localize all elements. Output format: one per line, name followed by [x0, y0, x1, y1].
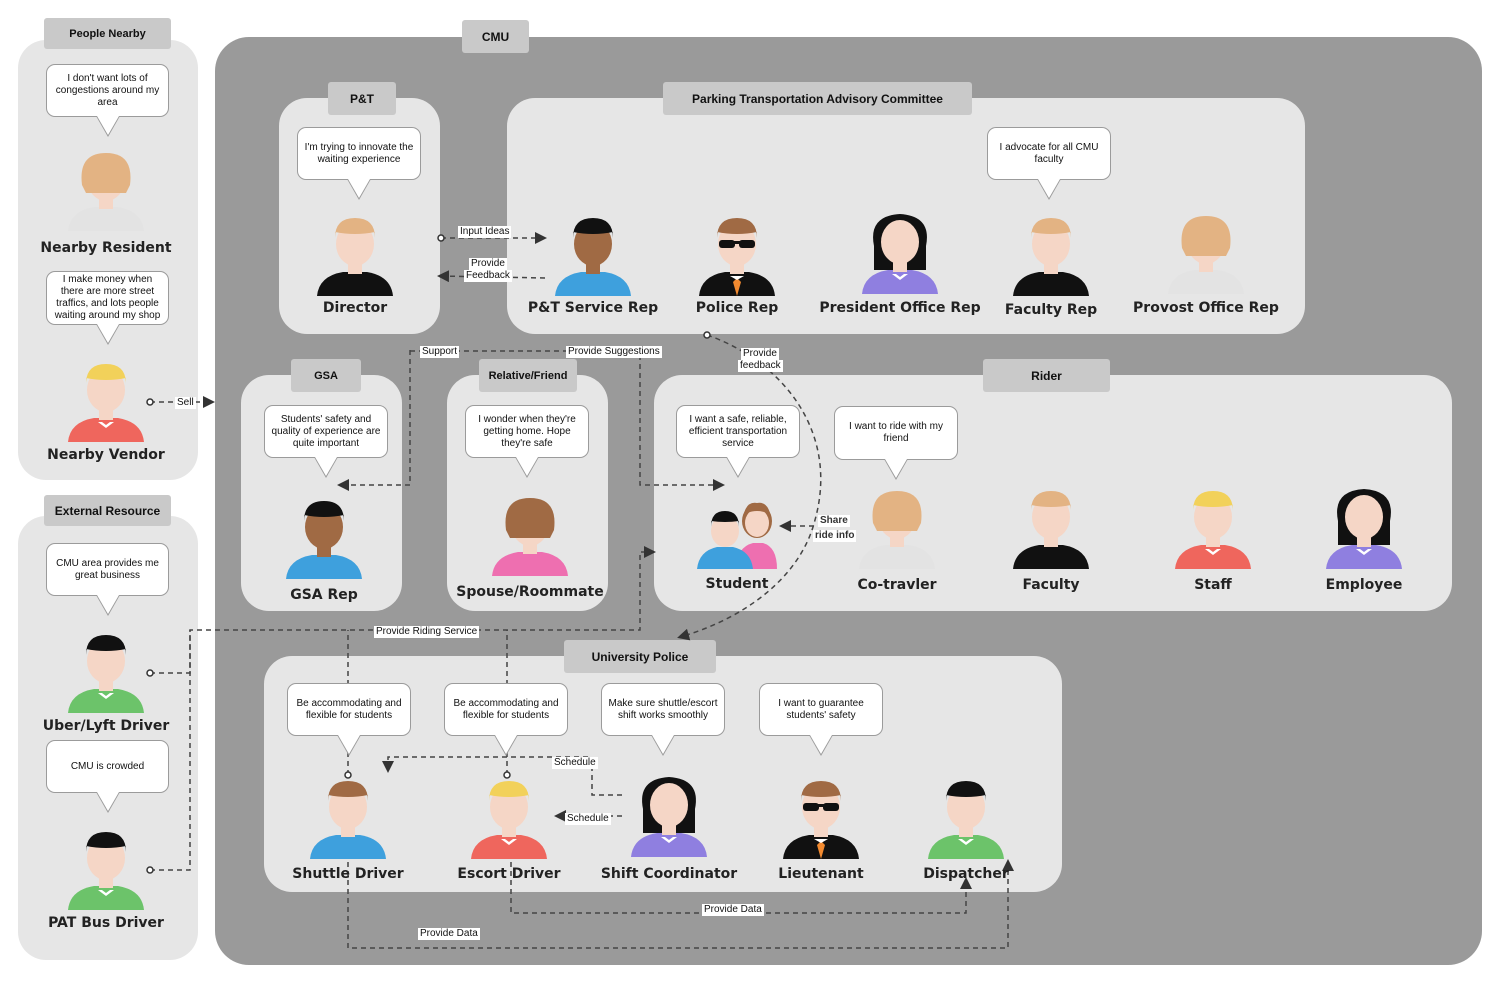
name-student: Student — [705, 576, 769, 592]
edge-label-schedule-2: Schedule — [565, 813, 611, 825]
name-resident: Nearby Resident — [40, 240, 172, 256]
avatar-uber-icon — [66, 627, 146, 718]
gsa-tag: GSA — [291, 359, 361, 392]
avatar-lieutenant-icon — [781, 773, 861, 864]
name-pt-rep: P&T Service Rep — [527, 300, 659, 316]
edge-label-support: Support — [420, 346, 460, 358]
name-vendor: Nearby Vendor — [47, 447, 165, 463]
edge-label-provide-data-2: Provide Data — [418, 928, 480, 940]
bubble-uber: CMU area provides me great business — [46, 543, 169, 596]
avatar-provost-rep-icon — [1166, 208, 1246, 299]
name-staff: Staff — [1194, 577, 1232, 593]
bubble-student: I want a safe, reliable, efficient trans… — [676, 405, 800, 458]
bubble-vendor: I make money when there are more street … — [46, 271, 169, 325]
cmu-tag: CMU — [462, 20, 529, 53]
rider-tag: Rider — [983, 359, 1110, 392]
avatar-shuttle-icon — [308, 773, 388, 864]
edge-riding-uber — [150, 546, 656, 674]
bubble-lieutenant: I want to guarantee students' safety — [759, 683, 883, 736]
avatar-pat-icon — [66, 824, 146, 915]
bubble-director: I'm trying to innovate the waiting exper… — [297, 127, 421, 180]
name-faculty: Faculty — [1022, 577, 1080, 593]
edge-label-provide-feedback-police-2: feedback — [738, 360, 783, 372]
avatar-faculty-rep-icon — [1011, 210, 1091, 301]
edge-data-escort — [510, 862, 972, 914]
avatar-staff-icon — [1173, 483, 1253, 574]
edge-support — [337, 350, 411, 491]
avatar-resident-icon — [66, 145, 146, 236]
name-spouse: Spouse/Roommate — [456, 584, 604, 600]
edge-label-provide-riding: Provide Riding Service — [374, 626, 480, 638]
name-police-rep: Police Rep — [695, 300, 779, 316]
name-coordinator: Shift Coordinator — [600, 866, 738, 882]
bubble-pat: CMU is crowded — [46, 740, 169, 793]
name-cotraveler: Co-travler — [857, 577, 937, 593]
pt-tag: P&T — [328, 82, 396, 115]
edge-label-provide-data-1: Provide Data — [702, 904, 764, 916]
relative-tag: Relative/Friend — [479, 359, 577, 392]
name-dispatcher: Dispatcher — [923, 866, 1009, 882]
external-resource-tag: External Resource — [44, 495, 171, 526]
edge-label-share-1: Share — [818, 515, 850, 527]
avatar-president-rep-icon — [860, 208, 940, 299]
edge-label-input-ideas: Input Ideas — [458, 226, 512, 238]
edge-provide-suggestions — [410, 350, 725, 491]
bubble-coordinator: Make sure shuttle/escort shift works smo… — [601, 683, 725, 736]
avatar-dispatcher-icon — [926, 773, 1006, 864]
name-lieutenant: Lieutenant — [778, 866, 864, 882]
edge-data-shuttle — [347, 859, 1014, 949]
name-faculty-rep: Faculty Rep — [1004, 302, 1098, 318]
avatar-director-icon — [315, 210, 395, 301]
avatar-employee-icon — [1324, 483, 1404, 574]
bubble-shuttle: Be accommodating and flexible for studen… — [287, 683, 411, 736]
avatar-cotraveler-icon — [857, 483, 937, 574]
bubble-cotraveler: I want to ride with my friend — [834, 406, 958, 460]
avatar-spouse-icon — [490, 490, 570, 581]
avatar-escort-icon — [469, 773, 549, 864]
edge-label-provide-feedback-1: Provide — [469, 258, 507, 270]
bubble-spouse: I wonder when they're getting home. Hope… — [465, 405, 589, 458]
edge-riding-pat — [150, 630, 191, 871]
edge-label-share-2: ride info — [813, 530, 857, 542]
avatar-police-rep-icon — [697, 210, 777, 301]
name-gsa-rep: GSA Rep — [290, 587, 358, 603]
edge-label-sell: Sell — [175, 397, 196, 409]
name-pat: PAT Bus Driver — [48, 915, 164, 931]
bubble-faculty-rep: I advocate for all CMU faculty — [987, 127, 1111, 180]
edge-label-provide-feedback-2: Feedback — [464, 270, 512, 282]
edge-label-schedule-1: Schedule — [552, 757, 598, 769]
avatar-pt-rep-icon — [553, 210, 633, 301]
avatar-student-icon — [697, 483, 777, 574]
edge-label-provide-suggestions: Provide Suggestions — [566, 346, 662, 358]
bubble-gsa-rep: Students' safety and quality of experien… — [264, 405, 388, 458]
name-provost-rep: Provost Office Rep — [1133, 300, 1279, 316]
people-nearby-tag: People Nearby — [44, 18, 171, 49]
name-employee: Employee — [1325, 577, 1403, 593]
avatar-coordinator-icon — [629, 771, 709, 862]
edge-label-provide-feedback-police-1: Provide — [741, 348, 779, 360]
name-director: Director — [322, 300, 388, 316]
name-president-rep: President Office Rep — [819, 300, 981, 316]
ptac-tag: Parking Transportation Advisory Committe… — [663, 82, 972, 115]
name-escort: Escort Driver — [457, 866, 561, 882]
edge-provide-feedback-police — [677, 334, 822, 641]
bubble-escort: Be accommodating and flexible for studen… — [444, 683, 568, 736]
name-shuttle: Shuttle Driver — [292, 866, 404, 882]
bubble-resident: I don't want lots of congestions around … — [46, 64, 169, 117]
name-uber: Uber/Lyft Driver — [42, 718, 170, 734]
avatar-faculty-icon — [1011, 483, 1091, 574]
avatar-vendor-icon — [66, 356, 146, 447]
police-tag: University Police — [564, 640, 716, 673]
avatar-gsa-rep-icon — [284, 493, 364, 584]
